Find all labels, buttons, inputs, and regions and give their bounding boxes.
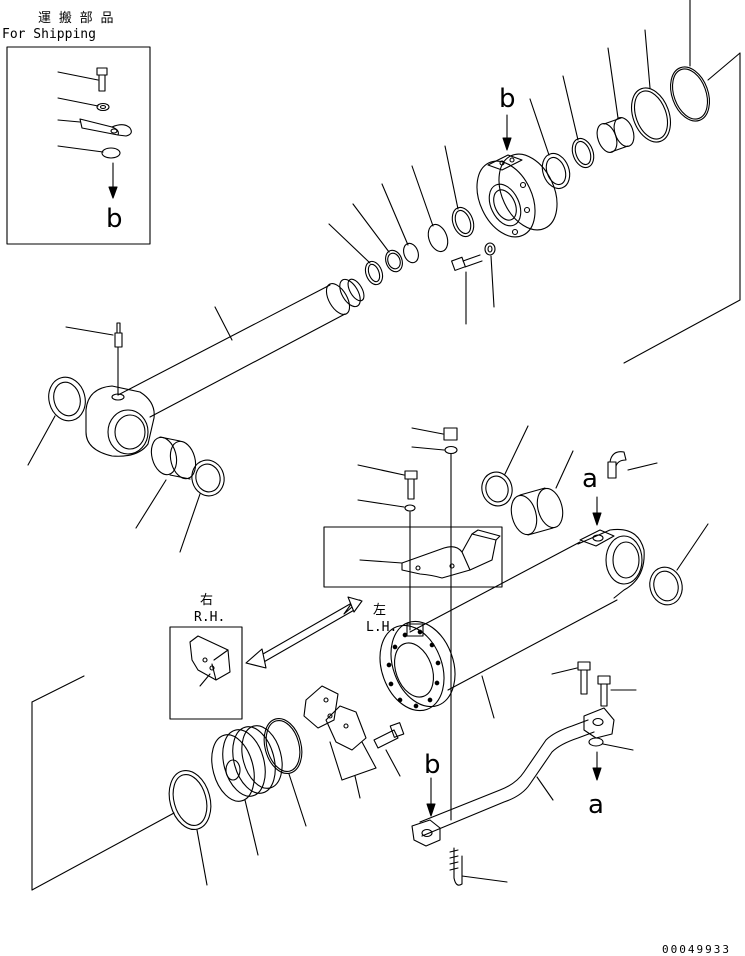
piston-seal-2: [562, 75, 595, 169]
drawing-number: 00049933: [662, 943, 731, 956]
ref-arrow-a-upper: [592, 496, 602, 526]
shipping-cap: [57, 145, 121, 159]
rh-bracket-box: [169, 626, 243, 720]
group-bracket-lower: [31, 675, 175, 891]
cylinder-head: [476, 114, 558, 238]
rod-seal-2: [352, 203, 403, 273]
head-bolt: [451, 254, 483, 325]
piston-nut-halves: [303, 685, 377, 799]
tube-washer: [411, 445, 458, 821]
piston-ring-2: [670, 0, 710, 122]
rod-seal-4: [411, 165, 449, 253]
hydraulic-pipe: [411, 661, 637, 847]
shipping-washer: [57, 97, 110, 112]
rod-seal-5: [444, 145, 475, 238]
ref-letter-a-lower: a: [588, 790, 604, 820]
bracket-bolt: [357, 464, 418, 500]
elbow-fitting: [607, 451, 658, 479]
ref-letter-b-lower: b: [424, 750, 441, 780]
ref-letter-b-top: b: [499, 84, 516, 114]
rod-seal-1: [328, 223, 384, 286]
piston-wear-ring: [263, 718, 307, 827]
left-hand-label: L.H.: [366, 620, 398, 635]
shipping-bolt: [57, 67, 108, 92]
tube-nut: [411, 427, 458, 441]
rh-lh-double-arrow: [245, 596, 363, 669]
right-hand-japanese: 右: [200, 593, 214, 608]
piston-seal-1: [529, 98, 571, 190]
piston-nut-bolt: [373, 722, 405, 777]
rod-eye-bushing: [135, 436, 197, 529]
rod-eye-seal: [27, 376, 86, 466]
head-washer: [484, 242, 496, 308]
right-hand-label: R.H.: [194, 610, 226, 625]
ref-letter-a-upper: a: [582, 464, 598, 494]
cylinder-tube: [379, 528, 645, 719]
piston-bushing: [596, 47, 635, 153]
group-bracket-upper: [623, 52, 741, 364]
tube-bushing: [510, 450, 574, 536]
shipping-title-english: For Shipping: [2, 27, 96, 42]
pipe-clamp-u-bolt: [449, 847, 508, 886]
piston: [211, 725, 283, 856]
left-hand-japanese: 左: [373, 603, 387, 618]
shipping-clamp: [57, 118, 132, 137]
piston-ring-1: [631, 29, 671, 143]
bracket-box: [323, 526, 503, 588]
shipping-ref-letter: b: [106, 204, 123, 234]
bracket-washer: [357, 499, 416, 631]
piston-backup-ring: [168, 770, 212, 886]
rod-eye-dust-seal: [179, 459, 225, 553]
piston-rod: [65, 278, 365, 457]
shipping-parts-box: [6, 46, 151, 245]
tube-seal-1: [481, 425, 529, 507]
rod-seal-3: [381, 183, 419, 264]
tube-seal-2: [649, 523, 709, 606]
shipping-title-japanese: 運 搬 部 品: [38, 11, 114, 26]
